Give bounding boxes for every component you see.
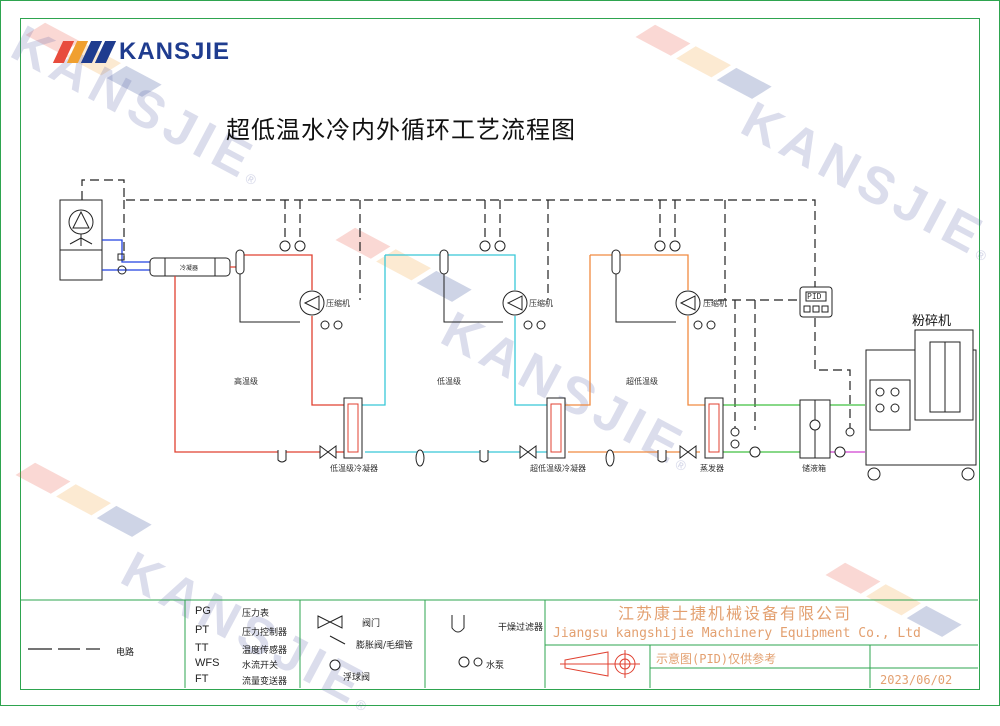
legend-name-ft: 流量变送器 [242, 677, 288, 687]
process-water-loop [720, 404, 865, 453]
low-condenser-label: 低温级冷凝器 [330, 464, 378, 473]
tower-water-loop [102, 239, 150, 271]
process-diagram: 冷凝器 [20, 179, 978, 688]
legend-abbr-ft: FT [195, 673, 209, 685]
pressure-gauges [279, 240, 855, 458]
legend-valve-label: 阀门 [362, 619, 381, 629]
compressor-1-label: 压缩机 [326, 299, 350, 308]
crusher-label: 粉碎机 [912, 314, 952, 329]
legend-name-pt: 压力控制器 [242, 628, 288, 638]
storage-tank [799, 399, 831, 459]
legend-wire-label: 电路 [116, 648, 135, 658]
legend-pump-label: 水泵 [486, 661, 505, 671]
expansion-valves [319, 445, 697, 459]
compressor-1-icon [299, 290, 325, 316]
receivers [235, 249, 676, 323]
high-stage-label: 高温级 [234, 377, 258, 386]
legend-filter-label: 干燥过滤器 [498, 623, 544, 633]
compressor-3-icon [675, 290, 701, 316]
inner-frame [20, 18, 980, 690]
legend-abbr-pt: PT [195, 624, 210, 636]
compressor-3-label: 压缩机 [703, 299, 727, 308]
brand-logo: KANSJIE [52, 38, 231, 66]
tank-label: 储液箱 [802, 464, 826, 473]
ultra-condenser-label: 超低温级冷凝器 [530, 464, 586, 473]
company-name-en: Jiangsu kangshijie Machinery Equipment C… [553, 626, 921, 641]
legend-name-wfs: 水流开关 [242, 661, 279, 671]
water-condenser-label: 冷凝器 [180, 264, 198, 272]
legend-name-tt: 温度传感器 [242, 646, 288, 656]
compressor-2-icon [502, 290, 528, 316]
diagram-title: 超低温水冷内外循环工艺流程图 [226, 116, 576, 144]
title-block [20, 599, 978, 688]
legend-symbols [317, 615, 483, 671]
pump-icon [117, 253, 127, 275]
logo-text: KANSJIE [119, 38, 231, 65]
filters [277, 449, 667, 467]
evaporator-label: 蒸发器 [700, 464, 724, 473]
legend-abbr-tt: TT [195, 642, 209, 654]
pid-controller [799, 286, 833, 318]
crusher-machine [865, 329, 977, 481]
low-stage-label: 低温级 [437, 377, 461, 386]
legend-name-pg: 压力表 [242, 609, 270, 619]
pid-label: PID [807, 292, 822, 301]
heat-exchangers [343, 397, 724, 459]
control-wiring [81, 179, 851, 430]
legend-abbr-wfs: WFS [195, 657, 220, 669]
reference-note: 示意图(PID)仅供参考 [656, 652, 777, 666]
legend-expansion-label: 膨胀阀/毛细管 [356, 641, 414, 651]
compressor-2-label: 压缩机 [529, 299, 553, 308]
low-stage-loop [345, 254, 548, 453]
drawing-date: 2023/06/02 [880, 673, 953, 687]
ultra-stage-label: 超低温级 [626, 377, 658, 386]
high-stage-loop [174, 254, 345, 453]
projection-symbol-icon [560, 650, 640, 678]
cooling-tower-icon [59, 199, 103, 281]
legend-abbr-pg: PG [195, 605, 211, 617]
ultra-stage-loop [548, 254, 705, 453]
legend-float-label: 浮球阀 [343, 673, 371, 683]
company-name-cn: 江苏康士捷机械设备有限公司 [618, 604, 853, 623]
